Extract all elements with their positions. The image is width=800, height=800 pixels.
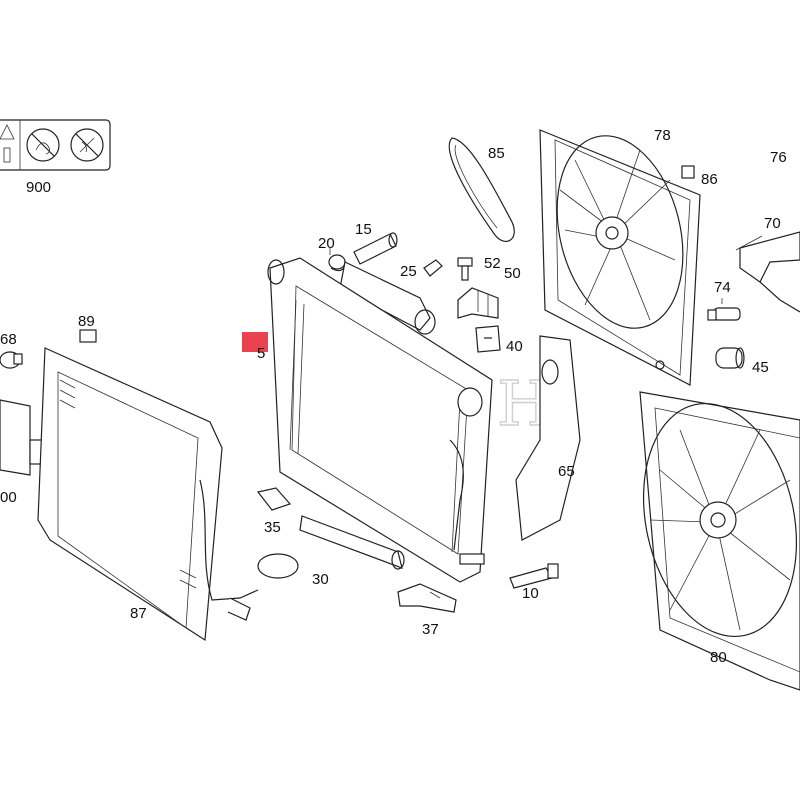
- label-00: 00: [0, 489, 17, 506]
- label-68: 68: [0, 331, 17, 348]
- rubber-bushing: [715, 347, 745, 369]
- label-900: 900: [26, 179, 51, 196]
- label-50: 50: [504, 265, 521, 282]
- push-rivet: [707, 307, 741, 321]
- radiator: [267, 257, 493, 583]
- mounting-bracket: [457, 287, 499, 319]
- label-76: 76: [770, 149, 787, 166]
- clip-part: [681, 165, 695, 179]
- label-40: 40: [506, 338, 523, 355]
- side-bracket: [739, 231, 800, 313]
- receiver-drier: [0, 399, 47, 476]
- highlight-marker: [242, 332, 268, 352]
- hose-short: [353, 232, 398, 265]
- label-15: 15: [355, 221, 372, 238]
- label-37: 37: [422, 621, 439, 638]
- label-80: 80: [710, 649, 727, 666]
- rubber-mount: [475, 325, 501, 353]
- lower-hose: [257, 515, 405, 579]
- label-10: 10: [522, 585, 539, 602]
- warning-icons-panel: [0, 119, 111, 171]
- leader-lines: [329, 235, 763, 304]
- label-30: 30: [312, 571, 329, 588]
- lower-fan-shroud: [639, 391, 800, 691]
- label-65: 65: [558, 463, 575, 480]
- part-labels: 900 85 78 76 86 70 15 20 25 52 50 74 68 …: [0, 127, 787, 666]
- label-52: 52: [484, 255, 501, 272]
- label-78: 78: [654, 127, 671, 144]
- upper-fan-shroud: [539, 129, 701, 386]
- screw: [457, 257, 473, 281]
- label-20: 20: [318, 235, 335, 252]
- label-45: 45: [752, 359, 769, 376]
- label-86: 86: [701, 171, 718, 188]
- no-tool-icon: [70, 128, 104, 162]
- hose-clamp: [328, 254, 346, 272]
- temp-sensor: [509, 563, 559, 589]
- drive-belt: [448, 137, 515, 242]
- no-handling-icon: [26, 128, 60, 162]
- label-87: 87: [130, 605, 147, 622]
- label-70: 70: [764, 215, 781, 232]
- label-5: 5: [257, 345, 265, 362]
- label-74: 74: [714, 279, 731, 296]
- foam-pad: [79, 329, 97, 343]
- label-85: 85: [488, 145, 505, 162]
- side-air-guide: [515, 335, 581, 541]
- label-35: 35: [264, 519, 281, 536]
- small-fitting: [0, 351, 23, 369]
- ac-condenser: [37, 347, 259, 642]
- lower-bracket: [397, 583, 457, 613]
- label-25: 25: [400, 263, 417, 280]
- sensor-cap: [256, 487, 292, 511]
- label-89: 89: [78, 313, 95, 330]
